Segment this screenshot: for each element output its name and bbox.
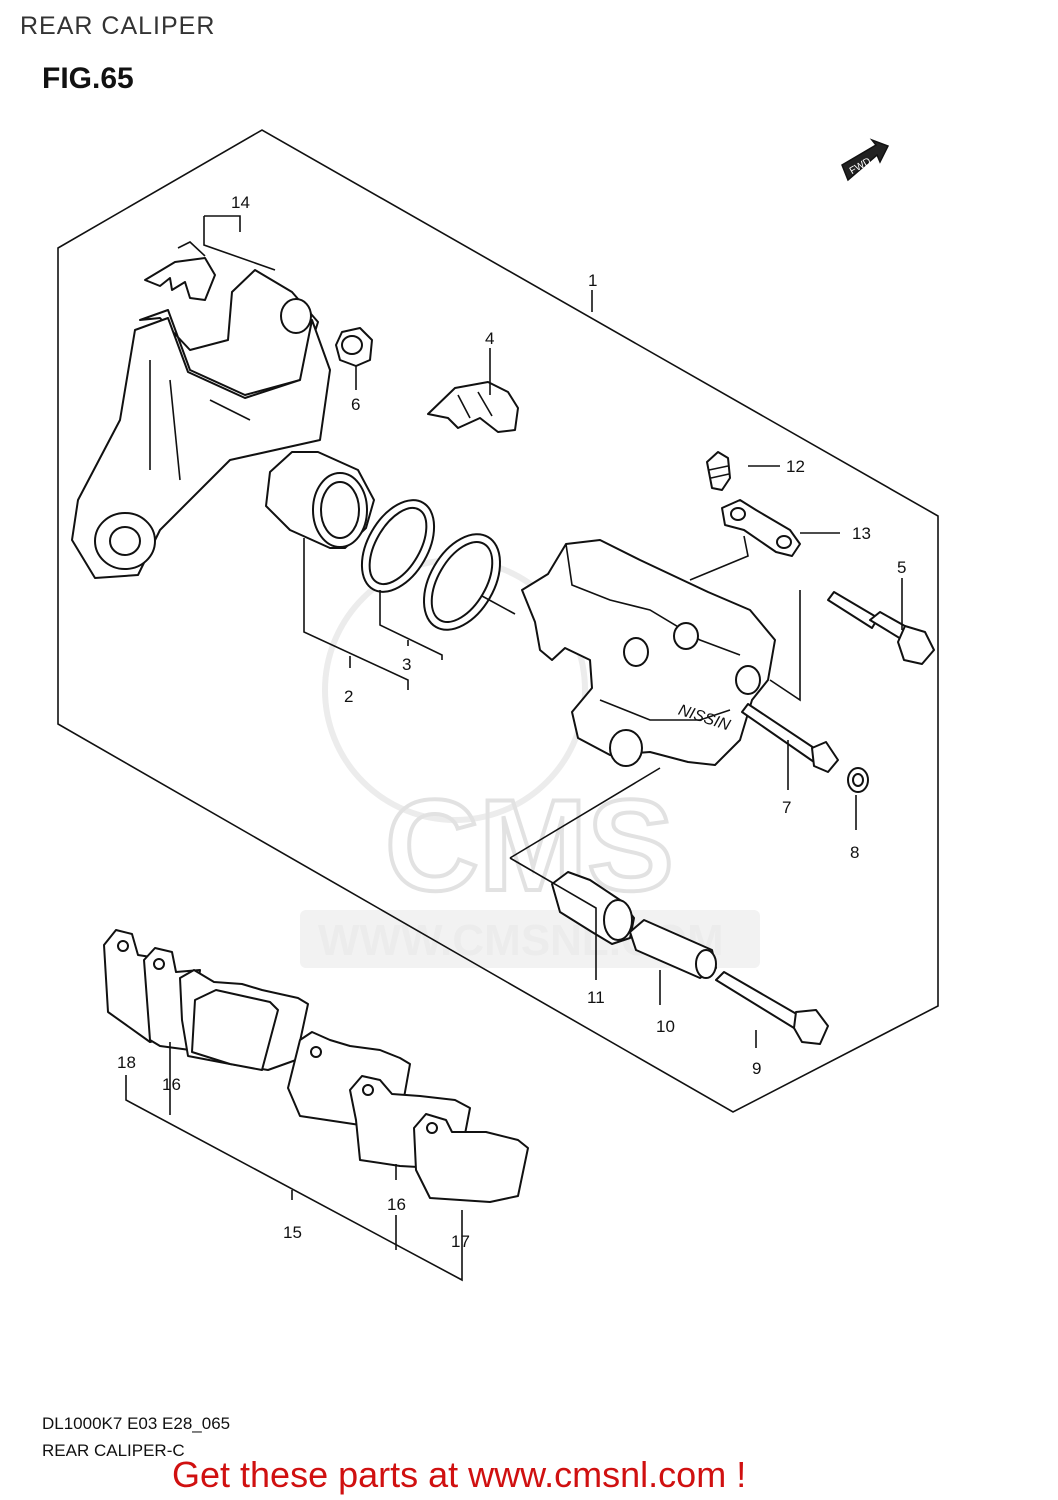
label-1: 1 xyxy=(588,271,597,290)
piston-2 xyxy=(265,451,375,549)
label-8: 8 xyxy=(850,843,859,862)
pad-spring-14 xyxy=(144,241,216,301)
section-title: REAR CALIPER xyxy=(20,12,216,40)
pin-5 xyxy=(827,591,935,665)
bleeder-cap-13 xyxy=(721,499,801,557)
parts-link[interactable]: Get these parts at www.cmsnl.com ! xyxy=(172,1454,747,1495)
boot-6 xyxy=(335,327,373,367)
label-11: 11 xyxy=(587,988,605,1007)
label-16-lower: 16 xyxy=(387,1195,406,1214)
label-4: 4 xyxy=(485,329,494,348)
plug-8 xyxy=(847,767,869,793)
bolt-9 xyxy=(715,971,829,1045)
label-14: 14 xyxy=(231,193,250,212)
bleeder-valve-12 xyxy=(706,451,731,491)
boot-11 xyxy=(551,871,635,945)
label-12: 12 xyxy=(786,457,805,476)
fwd-arrow-icon: FWD xyxy=(841,138,890,182)
label-10: 10 xyxy=(656,1017,675,1036)
pin-bolt-7 xyxy=(741,703,839,773)
label-15: 15 xyxy=(283,1223,302,1242)
figure-number: FIG.65 xyxy=(42,62,134,95)
pad-spring-4 xyxy=(427,381,519,433)
label-6: 6 xyxy=(351,395,360,414)
label-3: 3 xyxy=(402,655,411,674)
label-2: 2 xyxy=(344,687,353,706)
brake-pads-set-15 xyxy=(103,929,529,1203)
label-5: 5 xyxy=(897,558,906,577)
diagram-name: REAR CALIPER-C xyxy=(42,1441,185,1460)
leader-lines xyxy=(125,215,903,1282)
seals-3 xyxy=(360,499,501,631)
label-13: 13 xyxy=(852,524,871,543)
label-17: 17 xyxy=(451,1232,470,1251)
label-9: 9 xyxy=(752,1059,761,1078)
diagram-code: DL1000K7 E03 E28_065 xyxy=(42,1414,231,1433)
label-16-upper: 16 xyxy=(162,1075,181,1094)
label-18: 18 xyxy=(117,1053,136,1072)
watermark-brand: CMS xyxy=(385,772,674,918)
sleeve-10 xyxy=(629,919,717,979)
assembly-boundary xyxy=(57,129,939,1113)
caliper-bracket xyxy=(71,269,331,579)
caliper-body-1: NISSIN xyxy=(521,539,776,767)
label-7: 7 xyxy=(782,798,791,817)
part-number-labels: 14 1 4 6 12 13 5 3 2 7 8 11 10 9 18 16 1… xyxy=(117,193,906,1251)
